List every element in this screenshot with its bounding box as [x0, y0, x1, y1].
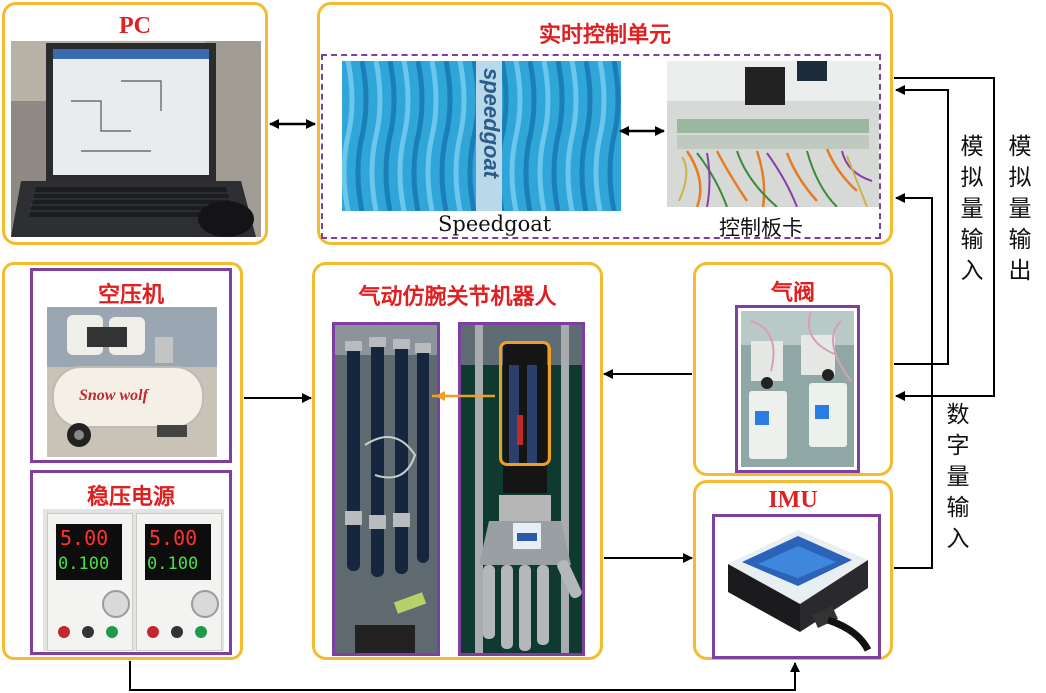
compressor-frame: 空压机 Snow wolf	[30, 268, 232, 463]
voltage-readout-1: 5.00	[60, 526, 109, 550]
knob-icon	[102, 590, 130, 618]
power-supply-unit-2: 5.00 0.100	[136, 513, 222, 651]
heatsink-fin	[565, 61, 579, 211]
imu-title: IMU	[768, 487, 818, 513]
heatsink-fin	[551, 61, 565, 211]
heatsink-fin	[397, 61, 411, 211]
pc-title: PC	[119, 13, 151, 39]
imu-box: IMU	[693, 480, 893, 660]
terminal-icon	[195, 626, 207, 638]
terminal-icon	[147, 626, 159, 638]
terminal-icon	[82, 626, 94, 638]
realtime-title: 实时控制单元	[538, 23, 671, 48]
valve-frame	[735, 305, 860, 473]
analog-input-arrow	[894, 85, 949, 365]
power-supply-title: 稳压电源	[86, 485, 175, 510]
terminal-icon	[58, 626, 70, 638]
robot-title: 气动仿腕关节机器人	[358, 285, 557, 310]
current-readout-1: 0.100	[58, 554, 110, 574]
heatsink-fin	[369, 61, 383, 211]
valve-box: 气阀	[693, 262, 893, 476]
terminal-icon	[171, 626, 183, 638]
robot-side-frame	[332, 322, 440, 656]
digital-input-arrow	[894, 193, 933, 569]
highlight-circle	[499, 341, 551, 466]
speedgoat-brand-text: speedgoat	[479, 67, 504, 179]
robot-front-frame	[458, 322, 585, 656]
heatsink-fin	[439, 61, 453, 211]
heatsink-fin	[509, 61, 523, 211]
heatsink-fin	[607, 61, 621, 211]
pc-box: PC	[2, 2, 268, 245]
valve-title: 气阀	[770, 281, 815, 306]
heatsink-fin	[355, 61, 369, 211]
heatsink-fin	[579, 61, 593, 211]
realtime-dashed-frame	[321, 54, 881, 239]
terminal-icon	[106, 626, 118, 638]
knob-icon	[191, 590, 219, 618]
heatsink-fin	[537, 61, 551, 211]
robot-side-photo	[335, 325, 437, 653]
robot-front-photo	[461, 325, 582, 653]
heatsink-fin	[523, 61, 537, 211]
digital-input-label: 数字量输入	[946, 402, 970, 552]
display-panel-1: 5.00 0.100	[56, 524, 122, 580]
current-readout-2: 0.100	[147, 554, 199, 574]
compressor-photo: Snow wolf	[47, 307, 217, 457]
imu-frame	[712, 514, 881, 659]
pc-laptop-photo	[11, 41, 261, 237]
power-imu-arrow	[129, 661, 800, 691]
heatsink-fin	[411, 61, 425, 211]
power-supply-frame: 稳压电源 5.00 0.100 5.00 0.100	[30, 470, 232, 655]
control-board-photo	[667, 61, 879, 207]
imu-photo	[718, 520, 875, 653]
voltage-readout-2: 5.00	[149, 526, 198, 550]
realtime-control-box: 实时控制单元 speedgoat Speedgoat 控制板卡	[317, 2, 893, 245]
heatsink-fin	[342, 61, 355, 211]
heatsink-fin	[593, 61, 607, 211]
speedgoat-photo: speedgoat	[342, 61, 621, 211]
analog-output-label: 模拟量输出	[1008, 134, 1032, 284]
compressor-title: 空压机	[97, 283, 164, 308]
compressor-brand-text: Snow wolf	[79, 387, 148, 404]
valve-photo	[741, 311, 854, 467]
control-board-caption: 控制板卡	[719, 216, 803, 240]
heatsink-fin	[453, 61, 467, 211]
display-panel-2: 5.00 0.100	[145, 524, 211, 580]
heatsink-fin	[425, 61, 439, 211]
analog-input-label: 模拟量输入	[960, 134, 984, 284]
robot-box: 气动仿腕关节机器人	[312, 262, 603, 660]
speedgoat-caption: Speedgoat	[438, 212, 552, 236]
power-supply-photo: 5.00 0.100 5.00 0.100	[43, 509, 224, 651]
heatsink-fin	[383, 61, 397, 211]
power-supply-unit-1: 5.00 0.100	[47, 513, 133, 651]
